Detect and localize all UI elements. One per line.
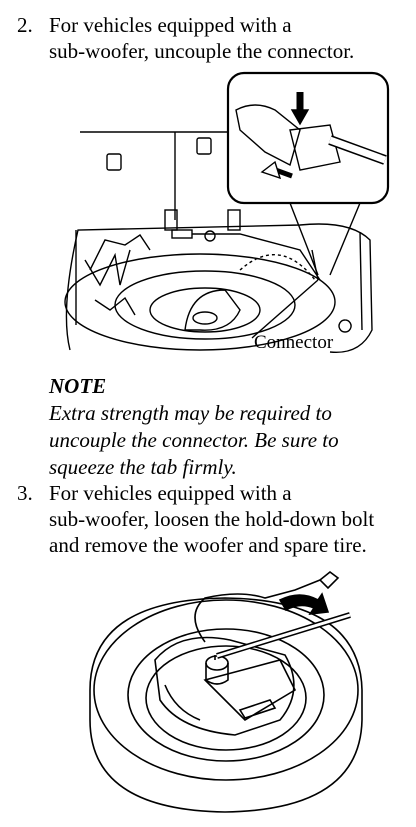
connector-callout: Connector	[254, 332, 334, 353]
step-line: sub-woofer, loosen the hold-down bolt	[49, 507, 375, 531]
note-line: Extra strength may be required to	[49, 401, 332, 425]
step-number: 3.	[17, 481, 33, 505]
note-line: uncouple the connector. Be sure to	[49, 428, 339, 452]
step-line: For vehicles equipped with a	[49, 13, 292, 37]
note-heading: NOTE	[49, 374, 107, 398]
spare-tire-illustration	[89, 570, 363, 813]
step-line: sub-woofer, uncouple the connector.	[49, 39, 355, 63]
step-text: For vehicles equipped with a sub-woofer,…	[49, 480, 374, 558]
step-text: For vehicles equipped with a sub-woofer,…	[49, 12, 354, 64]
step-line: and remove the woofer and spare tire.	[49, 533, 367, 557]
note-line: squeeze the tab firmly.	[49, 455, 237, 479]
step-number: 2.	[17, 13, 33, 37]
step-line: For vehicles equipped with a	[49, 481, 292, 505]
connector-illustration	[64, 71, 390, 354]
note-block: NOTE Extra strength may be required to u…	[49, 373, 339, 481]
